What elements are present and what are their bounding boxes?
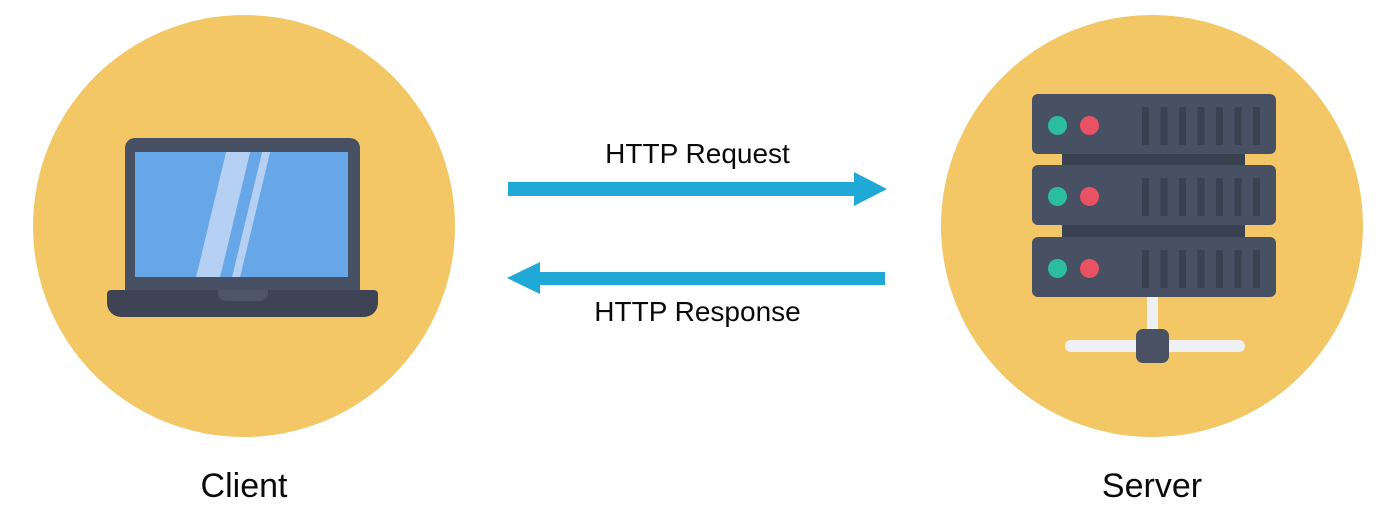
http-request-arrow bbox=[508, 182, 854, 196]
server-vents-icon bbox=[1142, 250, 1260, 288]
led-green-icon bbox=[1048, 187, 1067, 206]
led-green-icon bbox=[1048, 259, 1067, 278]
server-label: Server bbox=[1101, 467, 1203, 505]
network-cable-stem bbox=[1147, 293, 1158, 337]
led-red-icon bbox=[1080, 116, 1099, 135]
laptop-screen bbox=[135, 152, 348, 277]
http-request-label: HTTP Request bbox=[605, 138, 790, 169]
server-unit bbox=[1032, 237, 1276, 297]
network-connector bbox=[1136, 329, 1169, 363]
server-vents-icon bbox=[1142, 107, 1260, 145]
client-label: Client bbox=[200, 467, 288, 505]
client-circle bbox=[33, 15, 455, 437]
laptop-lid bbox=[125, 138, 360, 290]
server-vents-icon bbox=[1142, 178, 1260, 216]
server-icon bbox=[941, 15, 1363, 437]
http-response-arrowhead-icon bbox=[507, 262, 540, 294]
laptop-notch bbox=[217, 290, 268, 301]
laptop-base bbox=[107, 290, 378, 317]
http-request-arrowhead-icon bbox=[854, 172, 887, 206]
http-response-arrow bbox=[540, 272, 885, 285]
laptop-icon bbox=[33, 15, 455, 437]
http-response-label: HTTP Response bbox=[594, 296, 801, 327]
server-unit bbox=[1032, 165, 1276, 225]
led-green-icon bbox=[1048, 116, 1067, 135]
led-red-icon bbox=[1080, 259, 1099, 278]
server-unit bbox=[1032, 94, 1276, 154]
led-red-icon bbox=[1080, 187, 1099, 206]
server-circle bbox=[941, 15, 1363, 437]
